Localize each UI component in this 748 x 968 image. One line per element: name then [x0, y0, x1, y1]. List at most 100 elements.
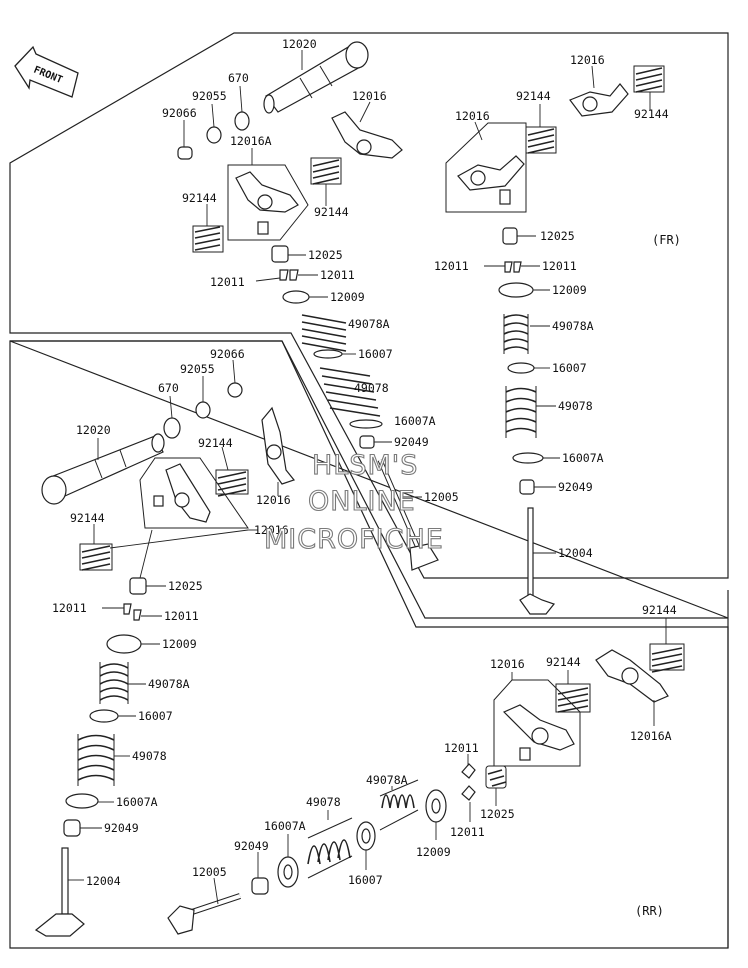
- tappet-rr-right: [485, 765, 507, 789]
- label-12011-fr-d: 12011: [542, 259, 577, 273]
- label-12011-fr-c: 12011: [434, 259, 469, 273]
- section-tag-fr: (FR): [652, 233, 681, 247]
- label-16007-rr-left: 16007: [138, 709, 173, 723]
- rocker-arm-fr-right: [457, 155, 525, 205]
- washer-center: [313, 349, 343, 359]
- rocker-arm-fr-mid: [331, 111, 403, 159]
- cotter-rr-right-b: [461, 785, 476, 801]
- intake-valve-rr: [34, 847, 85, 937]
- label-16007-center: 16007: [358, 347, 393, 361]
- label-92066-rr: 92066: [210, 347, 245, 361]
- label-12025-fr-a: 12025: [308, 248, 343, 262]
- label-92144-fr-c: 92144: [516, 89, 551, 103]
- label-16007a-rr-left: 16007A: [116, 795, 158, 809]
- rocker-box-rr-left: [139, 457, 249, 529]
- label-16007-rr-right: 16007: [348, 873, 383, 887]
- label-92144-rr-a: 92144: [198, 436, 233, 450]
- rocker-arm-fr-top: [569, 83, 629, 117]
- camshaft-rr: [41, 433, 165, 505]
- stem-seal-rr-right: [251, 877, 269, 895]
- label-49078a-fr: 49078A: [552, 319, 594, 333]
- o-ring-fr: [234, 111, 250, 131]
- valve-spring-fr: [505, 386, 537, 438]
- cotter-rr-left-a: [123, 603, 132, 615]
- label-12009-rr-b: 12009: [416, 845, 451, 859]
- label-12020-fr: 12020: [282, 37, 317, 51]
- washer-a-fr: [512, 452, 544, 464]
- label-49078-center: 49078: [354, 381, 389, 395]
- section-tag-rr: (RR): [635, 904, 664, 918]
- label-12009-rr-a: 12009: [162, 637, 197, 651]
- label-92055-rr: 92055: [180, 362, 215, 376]
- exhaust-valve-center: [377, 459, 439, 571]
- tappet-fr-mid: [271, 245, 289, 263]
- retainer-rr-left: [106, 634, 142, 654]
- label-16007-fr: 16007: [552, 361, 587, 375]
- label-92049-fr: 92049: [558, 480, 593, 494]
- washer-rr-left: [89, 709, 119, 723]
- stem-seal-rr-left: [63, 819, 81, 837]
- label-92049-rr-right: 92049: [234, 839, 269, 853]
- washer-a-center: [349, 419, 383, 429]
- label-12004-rr: 12004: [86, 874, 121, 888]
- spring-rr-right-top: [649, 643, 685, 673]
- label-49078a-rr-left: 49078A: [148, 677, 190, 691]
- label-12016-fr-a: 12016: [352, 89, 387, 103]
- valve-spring-rr-left: [77, 734, 115, 786]
- label-12020-rr: 12020: [76, 423, 111, 437]
- watermark-line-3: MICROFICHE: [264, 524, 444, 555]
- cotter-fr-right-b: [513, 261, 522, 273]
- washer-fr: [507, 362, 535, 374]
- tappet-fr-right: [502, 227, 518, 245]
- label-12011-rr-d: 12011: [450, 825, 485, 839]
- label-12025-rr-a: 12025: [168, 579, 203, 593]
- label-670-rr: 670: [158, 381, 179, 395]
- rocker-arm-rr-box: [502, 704, 575, 761]
- label-16007a-rr-right: 16007A: [264, 819, 306, 833]
- exhaust-valve-rr: [167, 893, 241, 935]
- outer-spring-a-center: [301, 314, 347, 352]
- rr-section-border: [9, 340, 729, 619]
- rocker-arm-rr-left: [153, 463, 211, 523]
- rocker-box-fr-left: [227, 164, 309, 241]
- label-92066-fr: 92066: [162, 106, 197, 120]
- spring-fr-right-a: [525, 126, 557, 154]
- label-12011-fr-b: 12011: [320, 268, 355, 282]
- spring-fr-mid: [310, 157, 342, 185]
- label-12025-fr-b: 12025: [540, 229, 575, 243]
- washer-a-rr-right: [277, 856, 299, 888]
- plug-fr: [177, 146, 193, 160]
- label-12025-rr-b: 12025: [480, 807, 515, 821]
- label-12005-center: 12005: [424, 490, 459, 504]
- valve-spring-center: [319, 367, 381, 417]
- washer-a-rr-left: [65, 793, 99, 809]
- label-92144-fr-a: 92144: [182, 191, 217, 205]
- label-92144-fr-b: 92144: [314, 205, 349, 219]
- rocker-arm-rr-mid: [261, 406, 296, 485]
- cotter-rr-left-b: [133, 609, 142, 621]
- stem-seal-fr: [519, 479, 535, 495]
- plug-rr: [227, 382, 243, 398]
- cotter-rr-right-a: [461, 763, 476, 779]
- cotter-fr-right-a: [504, 261, 513, 273]
- spring-fr-right-b: [633, 65, 665, 93]
- outer-spring-a-rr-right: [379, 779, 419, 831]
- label-16007a-center: 16007A: [394, 414, 436, 428]
- label-92049-rr-left: 92049: [104, 821, 139, 835]
- spring-rr-upper: [215, 469, 249, 497]
- seal-ring-fr: [206, 126, 222, 144]
- label-12011-fr-a: 12011: [210, 275, 245, 289]
- label-12016a-fr: 12016A: [230, 134, 272, 148]
- spring-rr-left: [79, 543, 113, 571]
- rocker-arm-fr-left: [235, 171, 299, 235]
- label-12009-fr-b: 12009: [552, 283, 587, 297]
- valve-spring-rr-right: [307, 817, 353, 879]
- fr-section-border: [9, 32, 729, 579]
- label-12016-fr-c: 12016: [570, 53, 605, 67]
- label-12011-rr-a: 12011: [52, 601, 87, 615]
- label-92144-rr-c: 92144: [642, 603, 677, 617]
- label-12005-rr: 12005: [192, 865, 227, 879]
- label-12009-fr-a: 12009: [330, 290, 365, 304]
